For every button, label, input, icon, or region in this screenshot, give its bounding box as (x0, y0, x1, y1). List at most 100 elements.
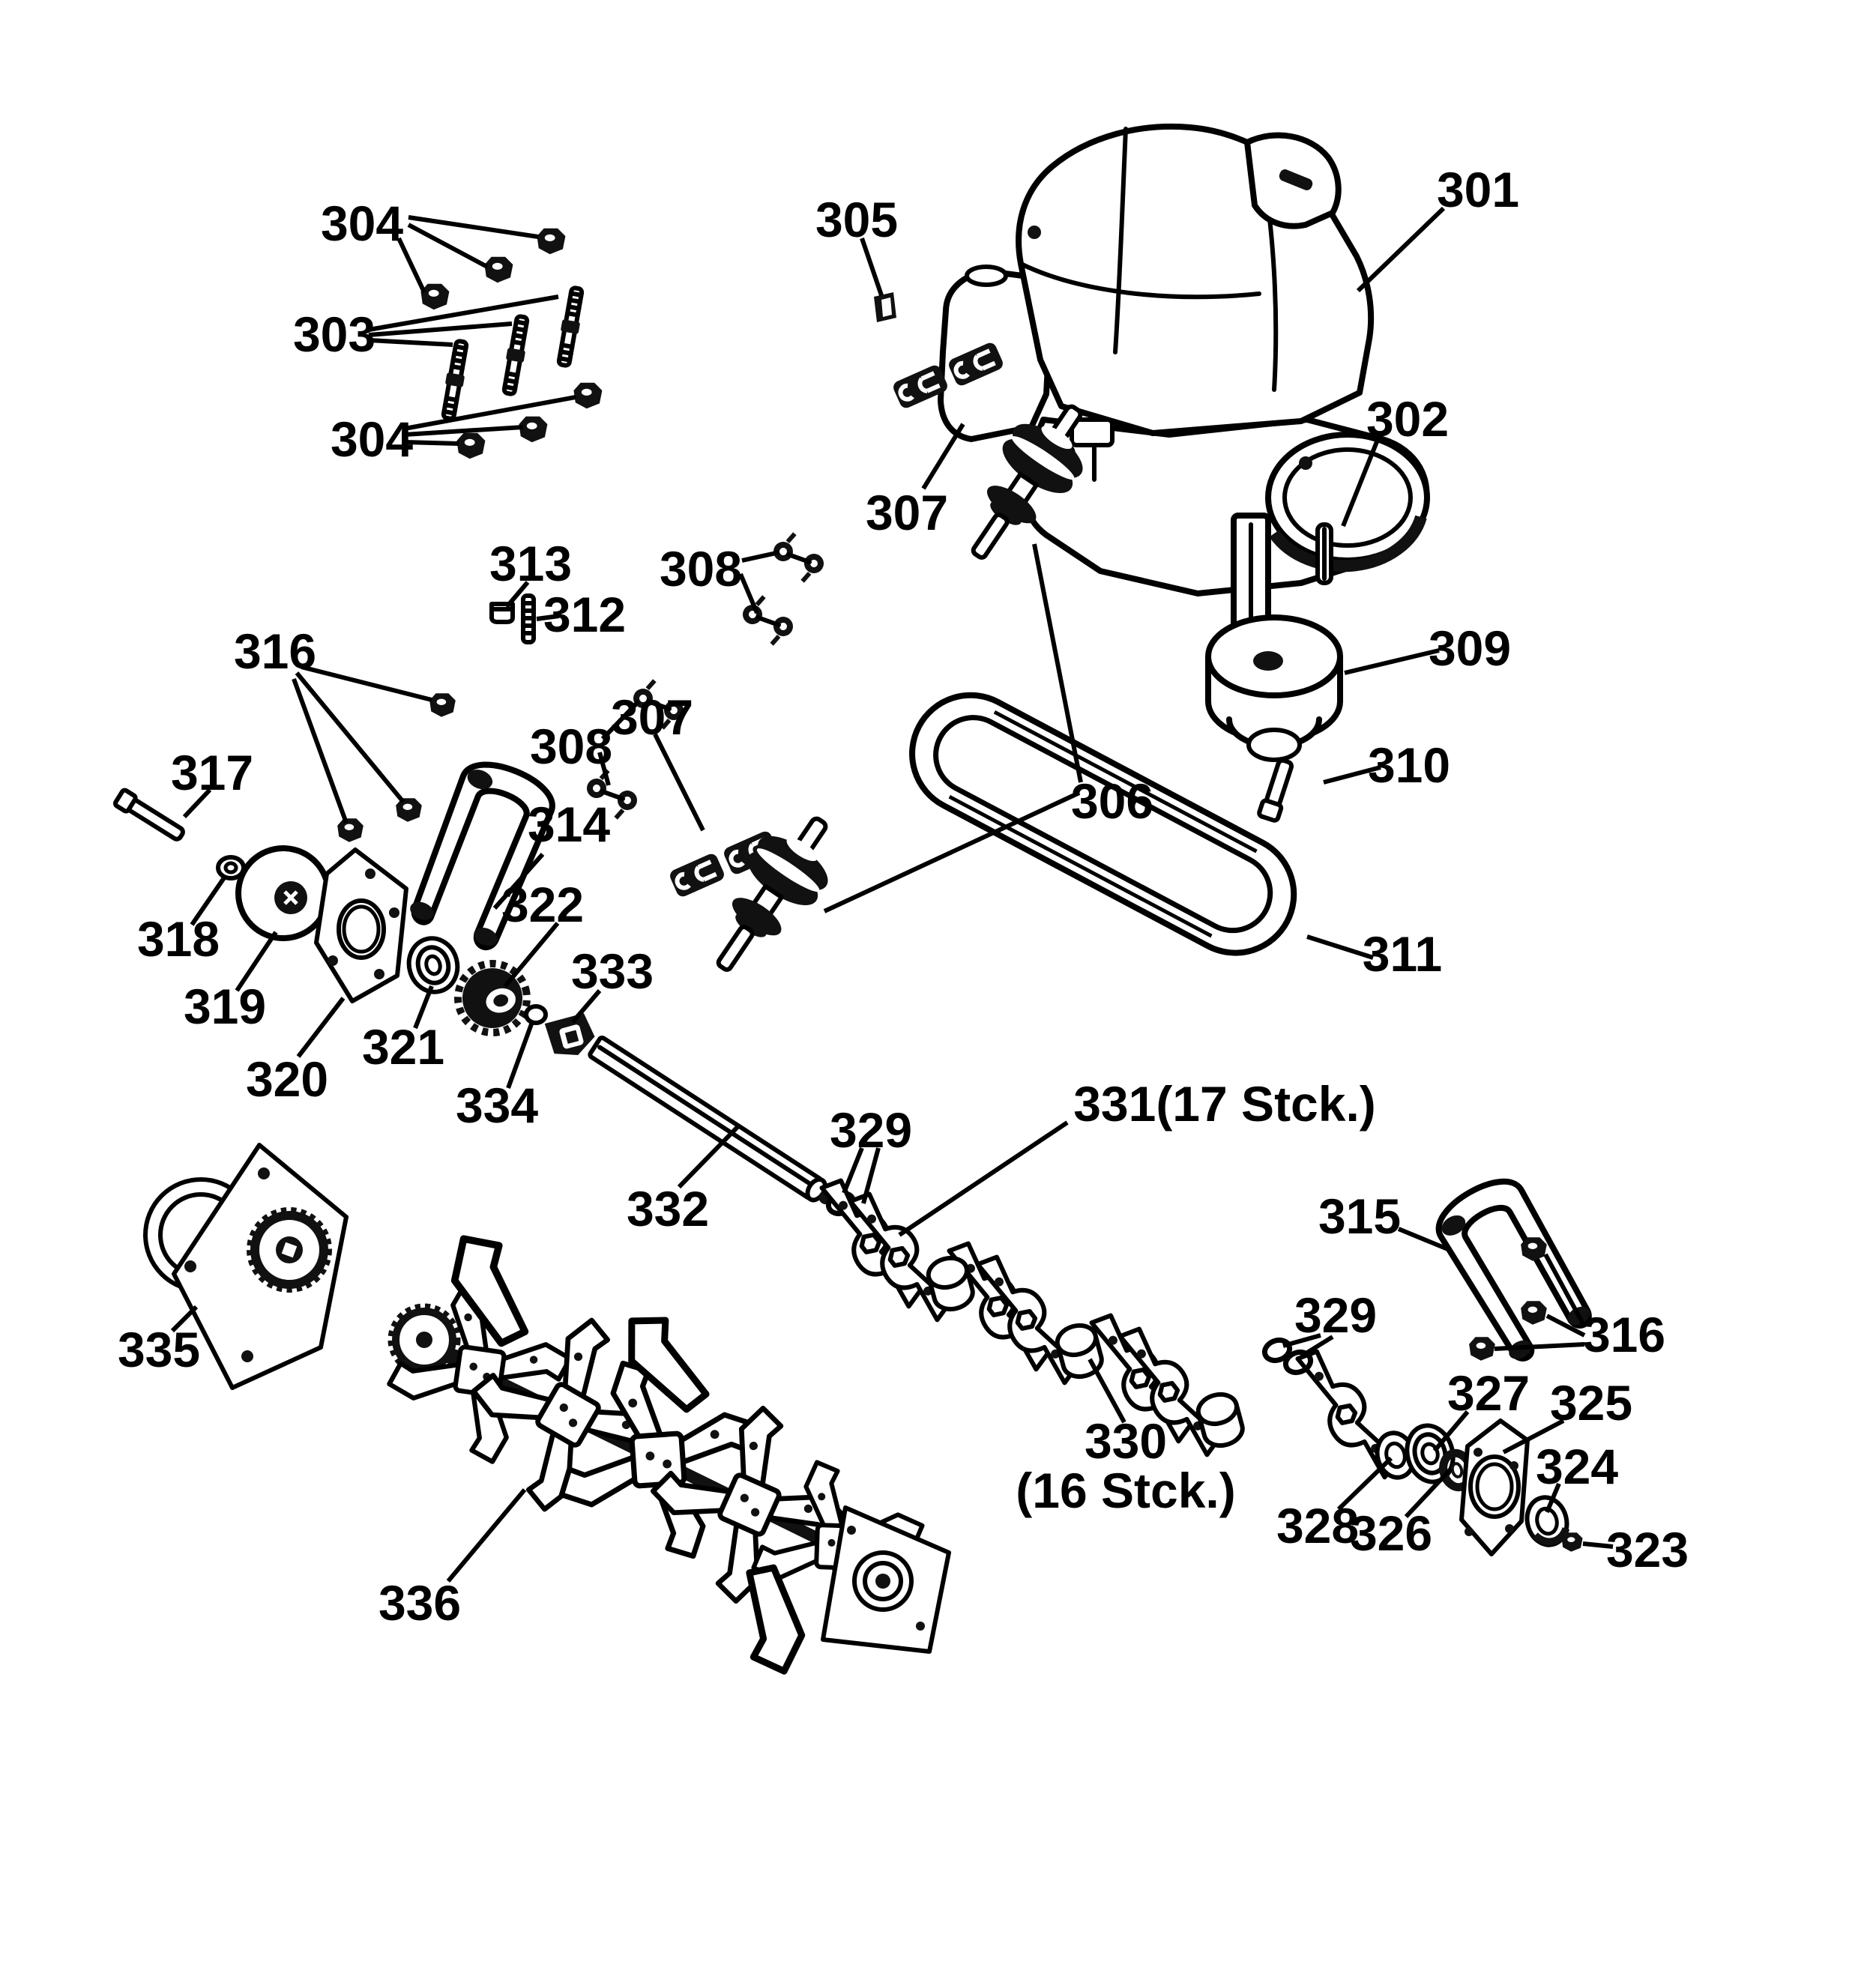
callout-307-lower: 307 (611, 689, 693, 745)
callout-323: 323 (1606, 1522, 1689, 1577)
callout-319: 319 (184, 979, 266, 1034)
callout-331: 331(17 Stck.) (1073, 1076, 1376, 1132)
tine-rotor-336 (376, 1235, 951, 1675)
leader-303-1 (368, 294, 559, 332)
leader-320 (296, 997, 346, 1058)
leader-316a-2 (295, 671, 405, 803)
leader-321 (413, 985, 434, 1030)
callout-336: 336 (378, 1575, 461, 1631)
bearing-321 (406, 936, 460, 994)
callout-310: 310 (1368, 737, 1450, 793)
shaft-key-302 (1315, 522, 1333, 585)
leader-317 (182, 788, 212, 819)
leader-319 (235, 931, 278, 992)
spring-clips-308-lower (584, 680, 687, 818)
bolt-310 (1257, 758, 1294, 823)
leader-308b-1 (600, 699, 641, 741)
callout-326: 326 (1350, 1505, 1432, 1561)
leader-329a-2 (861, 1147, 881, 1204)
leader-328 (1336, 1456, 1393, 1511)
leader-313 (504, 581, 530, 608)
engine-bolt-dot (1028, 226, 1041, 239)
leader-335 (170, 1305, 199, 1333)
callout-324: 324 (1536, 1439, 1618, 1494)
v-belt-311 (909, 692, 1297, 956)
leader-326 (1404, 1466, 1453, 1519)
callout-308-upper: 308 (660, 541, 742, 596)
callout-303: 303 (293, 306, 375, 362)
leader-312 (536, 614, 560, 621)
callout-302: 302 (1366, 391, 1449, 447)
leader-309 (1344, 648, 1440, 675)
leader-316a-3 (292, 677, 349, 824)
bearing-324 (1524, 1495, 1570, 1547)
leader-331 (898, 1120, 1069, 1237)
callout-311: 311 (1363, 926, 1442, 982)
leader-316b-3 (1494, 1342, 1585, 1351)
callout-330-qty: (16 Stck.) (1016, 1463, 1235, 1518)
callout-306: 306 (1071, 773, 1153, 829)
callout-305: 305 (815, 192, 898, 247)
leader-314 (492, 853, 545, 910)
leader-304a-3 (396, 237, 426, 294)
leader-304b-1 (404, 395, 576, 431)
callout-320: 320 (246, 1051, 328, 1107)
callout-312: 312 (543, 587, 626, 642)
leader-307a (921, 423, 965, 490)
callout-309: 309 (1429, 620, 1511, 676)
drive-pulley-309 (1205, 614, 1343, 762)
callout-327: 327 (1447, 1365, 1530, 1421)
leader-304a-1 (408, 215, 539, 239)
ring-334 (524, 1004, 548, 1025)
bearing-plate-320 (314, 848, 408, 1003)
leader-318 (190, 875, 227, 926)
leader-322 (503, 922, 560, 988)
callout-316-left: 316 (234, 623, 316, 679)
callout-317: 317 (171, 745, 253, 800)
leader-330 (1088, 1358, 1126, 1424)
leader-329b-2 (1300, 1335, 1334, 1359)
callout-322: 322 (501, 877, 584, 932)
callout-329-left: 329 (830, 1102, 912, 1158)
callout-315: 315 (1318, 1188, 1401, 1244)
leader-332 (677, 1125, 740, 1189)
engine-mount-bolt (1299, 456, 1312, 470)
spring-clips-308-upper (740, 534, 827, 644)
leader-336 (446, 1488, 527, 1583)
callout-301: 301 (1437, 162, 1519, 217)
callout-313: 313 (489, 536, 572, 591)
tine-end-plate (821, 1505, 951, 1654)
square-key-305 (874, 292, 896, 322)
leader-334 (506, 1021, 534, 1090)
flange-nuts-304-lower (456, 382, 603, 459)
leader-304b-3 (404, 440, 459, 446)
pulley-319 (235, 845, 331, 941)
callout-325: 325 (1550, 1375, 1632, 1430)
engine-mount-face-inner (1282, 447, 1413, 548)
engine-mount-rim (1269, 515, 1427, 572)
bolt-317 (112, 788, 185, 842)
engine-assembly (938, 123, 1430, 652)
leader-302 (1341, 435, 1381, 528)
callout-329-right: 329 (1294, 1287, 1377, 1343)
leader-310 (1323, 765, 1381, 785)
hex-shaft-332 (588, 1035, 833, 1205)
cap-nut-313 (489, 602, 515, 624)
callout-308-lower: 308 (530, 719, 612, 774)
nut-323 (1561, 1532, 1583, 1552)
callout-334: 334 (456, 1078, 538, 1133)
callout-307-upper: 307 (866, 485, 948, 540)
leader-325 (1502, 1419, 1565, 1454)
callout-321: 321 (362, 1019, 444, 1075)
leader-308a-2 (738, 572, 759, 614)
leader-308b-2 (597, 752, 611, 786)
leader-307b (653, 733, 705, 832)
callout-labels: 304 303 304 305 301 302 307 308 313 312 … (118, 162, 1689, 1631)
leader-333 (570, 989, 602, 1024)
callout-304-lower: 304 (331, 411, 413, 467)
leader-329a-1 (842, 1146, 864, 1194)
side-plate-335 (143, 1143, 349, 1390)
leader-lines (170, 206, 1614, 1583)
callout-318: 318 (137, 911, 220, 967)
